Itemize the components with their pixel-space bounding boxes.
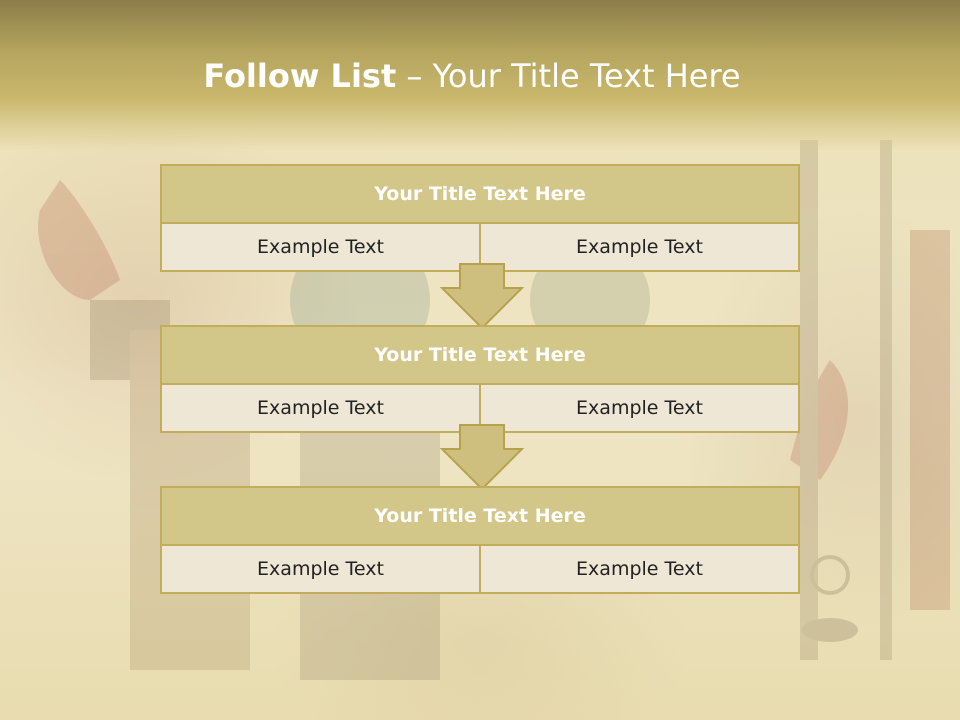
step-block-row: Example Text Example Text: [162, 224, 798, 270]
step-block-1: Your Title Text Here Example Text Exampl…: [160, 164, 800, 272]
slide-title-rest: – Your Title Text Here: [406, 57, 741, 95]
step-block-title: Your Title Text Here: [162, 488, 798, 546]
arm-band-left: [90, 300, 170, 380]
raised-hand-left: [38, 180, 120, 300]
down-arrow-1: [440, 263, 524, 330]
step-block-title: Your Title Text Here: [162, 327, 798, 385]
sun-disc-glyph: [810, 555, 850, 595]
step-block-cell-left: Example Text: [162, 224, 479, 270]
step-block-row: Example Text Example Text: [162, 385, 798, 431]
step-block-2: Your Title Text Here Example Text Exampl…: [160, 325, 800, 433]
raised-hand-right: [790, 360, 849, 480]
slide-title-bold: Follow List: [203, 57, 397, 95]
step-block-cell-left: Example Text: [162, 385, 479, 431]
hieroglyph-column-2: [880, 140, 892, 660]
header-band: [0, 0, 960, 150]
step-block-title: Your Title Text Here: [162, 166, 798, 224]
hieroglyph-column-1: [800, 140, 818, 660]
down-arrow-2: [440, 424, 524, 491]
step-block-cell-right: Example Text: [479, 546, 798, 592]
slide-title: Follow List – Your Title Text Here: [0, 56, 944, 96]
step-block-cell-left: Example Text: [162, 546, 479, 592]
step-block-row: Example Text Example Text: [162, 546, 798, 592]
eye-of-horus-glyph: [802, 618, 858, 642]
step-block-cell-right: Example Text: [479, 224, 798, 270]
figure-right: [910, 230, 950, 610]
step-block-3: Your Title Text Here Example Text Exampl…: [160, 486, 800, 594]
step-block-cell-right: Example Text: [479, 385, 798, 431]
